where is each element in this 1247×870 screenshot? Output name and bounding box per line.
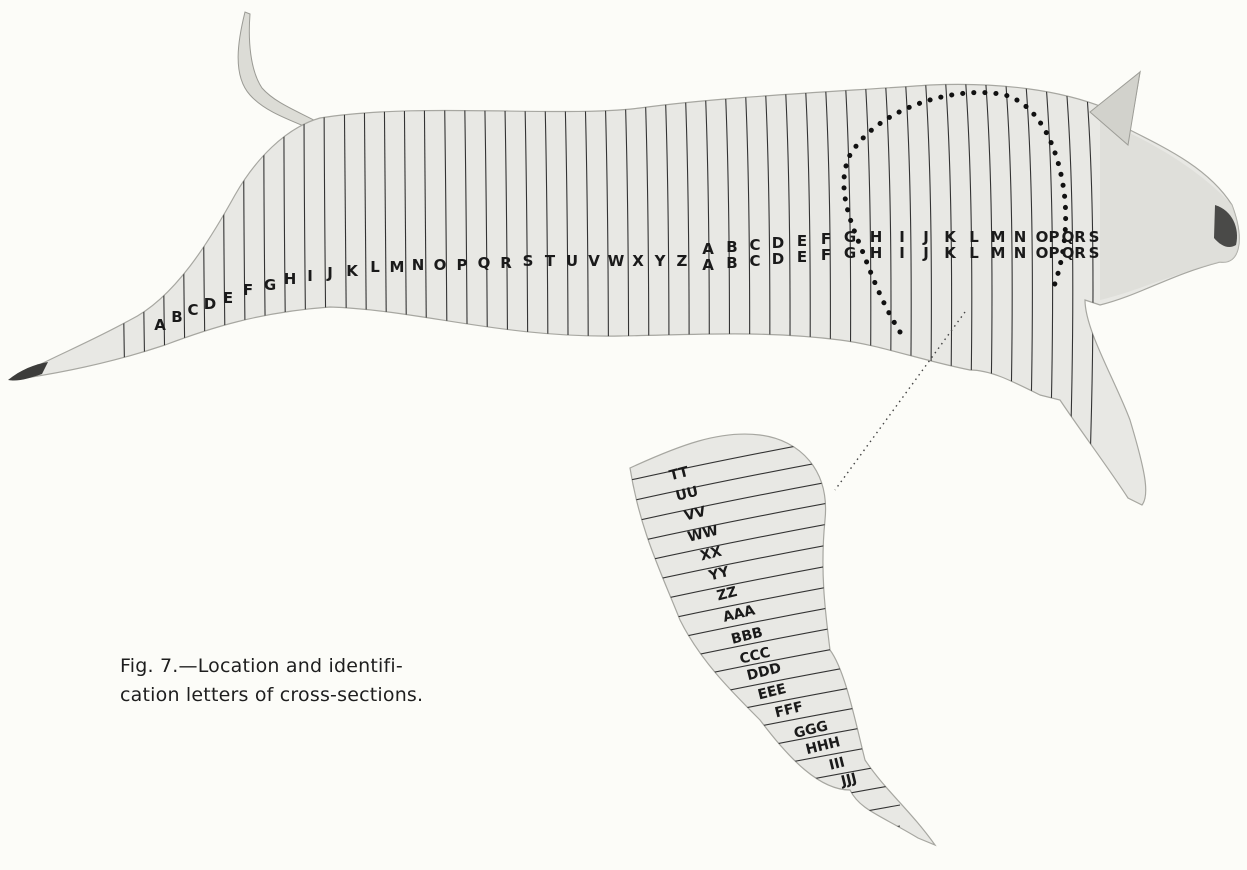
cross-section-line [143, 60, 148, 520]
body-section-label: E [797, 248, 807, 266]
body-section-label: B [726, 254, 737, 272]
cross-section-line [163, 60, 168, 520]
body-section-label: I [899, 244, 905, 262]
cross-section-line [123, 60, 128, 520]
carcass-body [12, 72, 1239, 505]
body-section-label: A [154, 316, 166, 334]
body-section-label: O [434, 256, 447, 274]
body-section-label: G [264, 276, 276, 294]
body-section-label: D [772, 250, 784, 268]
body-section-label: C [749, 252, 760, 270]
body-section-label: A [702, 256, 714, 274]
body-section-label: G [844, 244, 856, 262]
body-section-label: N [412, 256, 425, 274]
body-section-label: J [922, 244, 929, 262]
body-section-label: F [243, 281, 253, 299]
body-section-label: L [370, 258, 380, 276]
hind-hoof [8, 362, 48, 381]
body-section-label: K [346, 262, 359, 280]
body-section-label: Q [478, 254, 491, 272]
body-section-label: Y [654, 252, 667, 270]
body-section-label: K [944, 244, 957, 262]
body-section-label: H [284, 270, 297, 288]
body-section-label: X [632, 252, 644, 270]
body-section-label: O [1036, 244, 1049, 262]
body-section-label: M [390, 258, 405, 276]
leg-cross-section-line [600, 826, 900, 870]
body-section-label: C [187, 301, 198, 319]
body-section-label: B [171, 308, 182, 326]
body-section-label: E [223, 289, 233, 307]
body-section-label: I [307, 267, 313, 285]
body-section-label: P [457, 256, 468, 274]
leg-cross-section-line [600, 805, 900, 865]
body-section-label: P [1049, 244, 1060, 262]
body-section-label: S [523, 252, 534, 270]
caption-line-2: cation letters of cross-sections. [120, 681, 423, 710]
body-section-label: J [326, 264, 333, 282]
body-section-label: R [500, 254, 512, 272]
body-section-label: Z [677, 252, 688, 270]
body-section-label: W [608, 252, 625, 270]
tail [238, 12, 325, 132]
body-section-label: Q [1062, 244, 1075, 262]
body-section-label: S [1089, 244, 1100, 262]
body-section-label: T [545, 252, 556, 270]
body-section-label: H [870, 244, 883, 262]
caption-line-1: Fig. 7.—Location and identifi- [120, 652, 423, 681]
body-section-label: R [1074, 244, 1086, 262]
body-section-label: F [821, 246, 831, 264]
body-section-label: L [969, 244, 979, 262]
body-section-label: M [991, 244, 1006, 262]
body-section-label: D [204, 295, 216, 313]
body-section-label: N [1014, 244, 1027, 262]
figure-caption: Fig. 7.—Location and identifi- cation le… [120, 652, 423, 710]
body-section-label: U [566, 252, 578, 270]
body-section-label: V [588, 252, 600, 270]
